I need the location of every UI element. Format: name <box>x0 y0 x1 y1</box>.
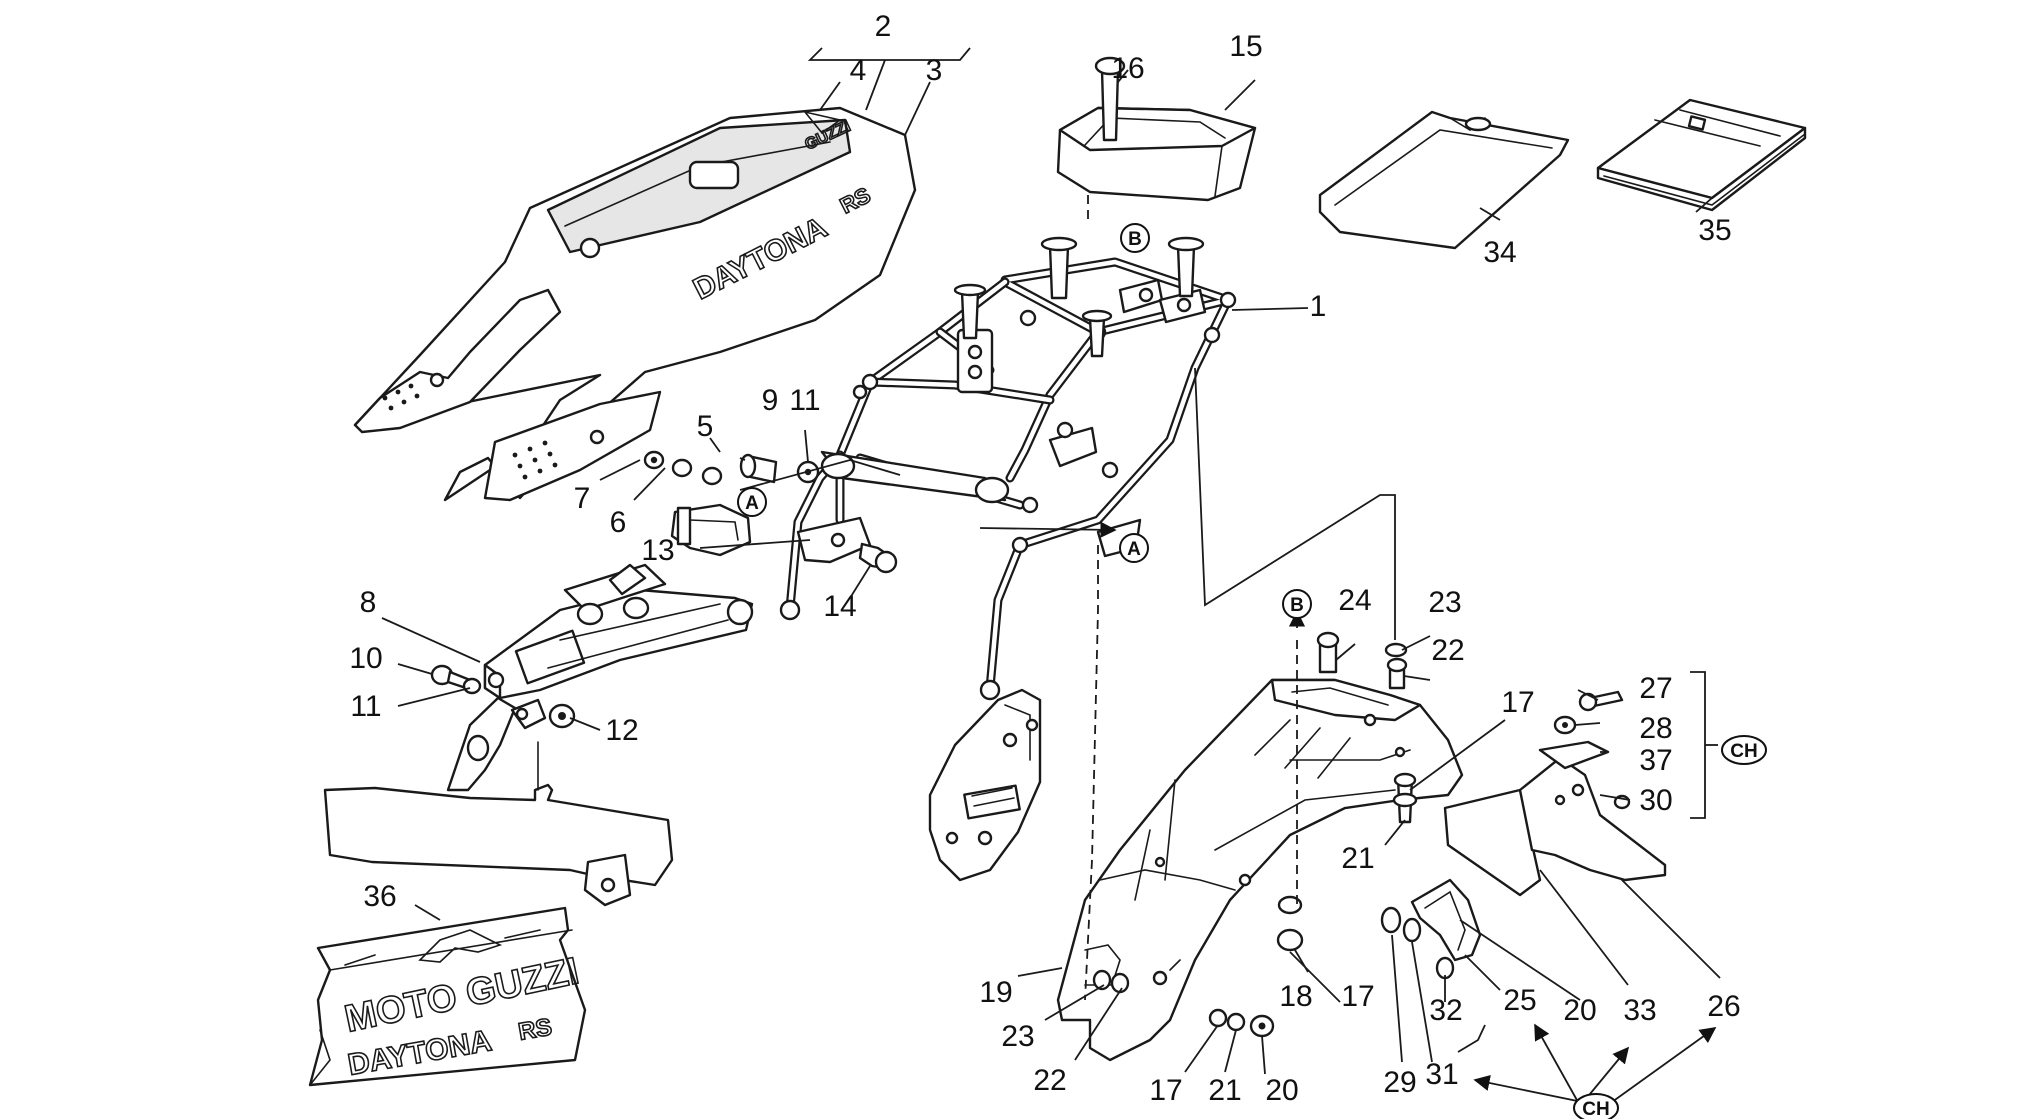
rear-mudguard <box>1056 678 1464 1062</box>
callout-28: 28 <box>1639 712 1672 745</box>
bracket-13 <box>670 503 752 557</box>
reference-markers: A A B B CH CH <box>737 223 1767 1119</box>
callout-16: 16 <box>1111 52 1144 85</box>
ref-ch-marker-bottom: CH <box>1573 1093 1619 1119</box>
callout-29: 29 <box>1383 1066 1416 1099</box>
callout-6: 6 <box>610 506 627 539</box>
leader-lines <box>381 47 1721 1105</box>
callout-14: 14 <box>823 590 856 623</box>
callout-32: 34 <box>1483 236 1516 269</box>
dust-cover: MOTO GUZZI DAYTONA RS <box>308 906 587 1087</box>
callout-22a: 22 <box>1431 634 1464 667</box>
hanger-bracket <box>446 696 547 792</box>
subframe-8 <box>483 563 754 700</box>
callout-2: 2 <box>875 10 892 43</box>
ref-b-marker-mudguard: B <box>1282 589 1312 619</box>
callout-17c: 17 <box>1149 1074 1182 1107</box>
callout-11b: 11 <box>350 690 381 723</box>
ref-ch-marker-group: CH <box>1721 735 1767 765</box>
callout-33: 35 <box>1698 214 1731 247</box>
undertray <box>323 741 674 907</box>
license-plate-holder <box>1443 690 1667 897</box>
callout-13: 13 <box>641 534 674 567</box>
battery-box <box>1056 56 1257 202</box>
callout-23a: 23 <box>1428 586 1461 619</box>
side-plate <box>928 688 1042 882</box>
ref-b-marker: B <box>1120 223 1150 253</box>
chain-link-bracket <box>1380 878 1482 980</box>
callout-8: 8 <box>360 586 377 619</box>
svg-text:A: A <box>745 493 759 514</box>
callout-12: 12 <box>605 714 638 747</box>
callout-37: 37 <box>1639 744 1672 777</box>
mudguard-hardware <box>1092 631 1418 1038</box>
callout-24: 24 <box>1338 584 1371 617</box>
callout-27: 27 <box>1639 672 1672 705</box>
callout-17a: 17 <box>1501 686 1534 719</box>
bolt-14 <box>858 542 898 574</box>
callout-11a: 11 <box>789 384 820 417</box>
callout-26: 26 <box>1707 990 1740 1023</box>
ref-a-marker: A <box>737 487 767 517</box>
callout-20b: 20 <box>1265 1074 1298 1107</box>
callout-22b: 22 <box>1033 1064 1066 1097</box>
callout-21a: 21 <box>1341 842 1374 875</box>
callout-25: 25 <box>1503 984 1536 1017</box>
rear-frame <box>779 236 1237 701</box>
svg-text:B: B <box>1290 595 1304 616</box>
callout-21b: 21 <box>1208 1074 1241 1107</box>
callout-1: 1 <box>1310 290 1327 323</box>
callout-numbers: 2 4 3 16 15 1 34 35 5 9 11 7 6 13 14 8 1… <box>349 10 1740 1107</box>
callout-35: 33 <box>1623 994 1656 1027</box>
callout-30: 30 <box>1639 784 1672 817</box>
fairing-fasteners <box>643 450 820 486</box>
seat-pad <box>1318 110 1570 250</box>
tail-fairing: DAYTONA RS GUZZI <box>353 106 917 502</box>
svg-text:B: B <box>1128 229 1142 250</box>
callout-17b: 17 <box>1341 980 1374 1013</box>
tool-roll <box>1596 98 1807 212</box>
callout-9: 9 <box>762 384 779 417</box>
callout-4: 4 <box>850 54 867 87</box>
svg-text:CH: CH <box>1730 741 1757 762</box>
callout-23b: 23 <box>1001 1020 1034 1053</box>
callout-34: 36 <box>363 880 396 913</box>
callout-15: 15 <box>1229 30 1262 63</box>
callout-20a: 20 <box>1563 994 1596 1027</box>
cover-suffix-decal: RS <box>516 1014 554 1046</box>
mounting-plate <box>796 516 872 564</box>
callout-3: 3 <box>926 54 943 87</box>
callout-7: 7 <box>574 482 591 515</box>
callout-18: 18 <box>1279 980 1312 1013</box>
subframe-bolts <box>430 664 576 729</box>
callout-31: 32 <box>1429 994 1462 1027</box>
callout-19: 19 <box>979 976 1012 1009</box>
svg-text:CH: CH <box>1582 1099 1609 1119</box>
ref-a-marker-frame: A <box>1119 533 1149 563</box>
callout-5: 5 <box>697 410 714 443</box>
callout-36: 31 <box>1425 1058 1458 1091</box>
callout-10: 10 <box>349 642 382 675</box>
svg-text:A: A <box>1127 539 1141 560</box>
